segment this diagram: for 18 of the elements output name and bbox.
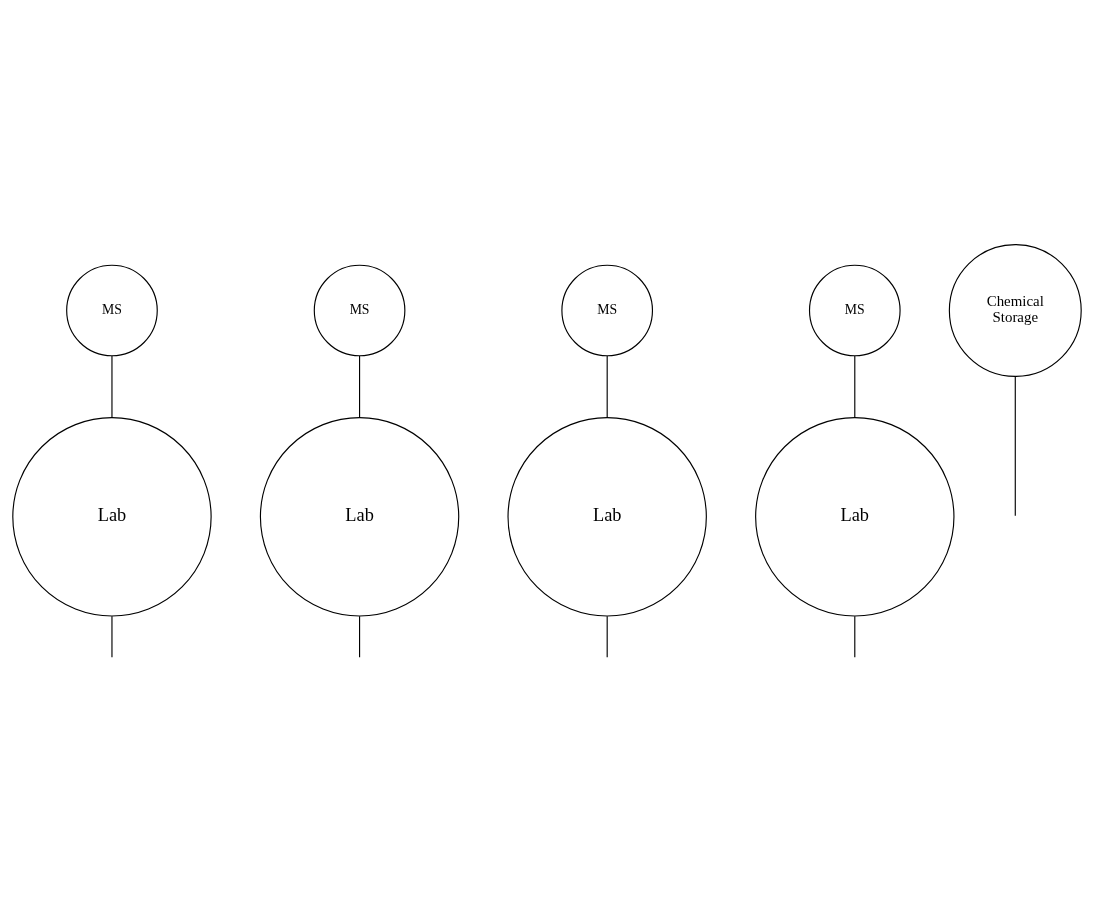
node-circle: MS bbox=[313, 264, 406, 356]
connector bbox=[359, 615, 361, 658]
connector bbox=[606, 615, 608, 658]
node-circle: MS bbox=[66, 264, 158, 356]
connector bbox=[1014, 375, 1016, 516]
node-circle: Lab bbox=[259, 416, 460, 617]
node-circle: Lab bbox=[12, 416, 212, 617]
connector bbox=[606, 354, 608, 418]
node-circle: Chemical Storage bbox=[948, 243, 1082, 377]
connector bbox=[854, 615, 856, 658]
node-circle: Lab bbox=[507, 416, 707, 617]
connector bbox=[111, 354, 113, 418]
connector bbox=[854, 354, 856, 418]
node-circle: MS bbox=[808, 264, 901, 356]
connector bbox=[359, 354, 361, 418]
node-circle: MS bbox=[561, 264, 654, 356]
connector bbox=[111, 615, 113, 658]
node-circle: Lab bbox=[755, 416, 955, 617]
